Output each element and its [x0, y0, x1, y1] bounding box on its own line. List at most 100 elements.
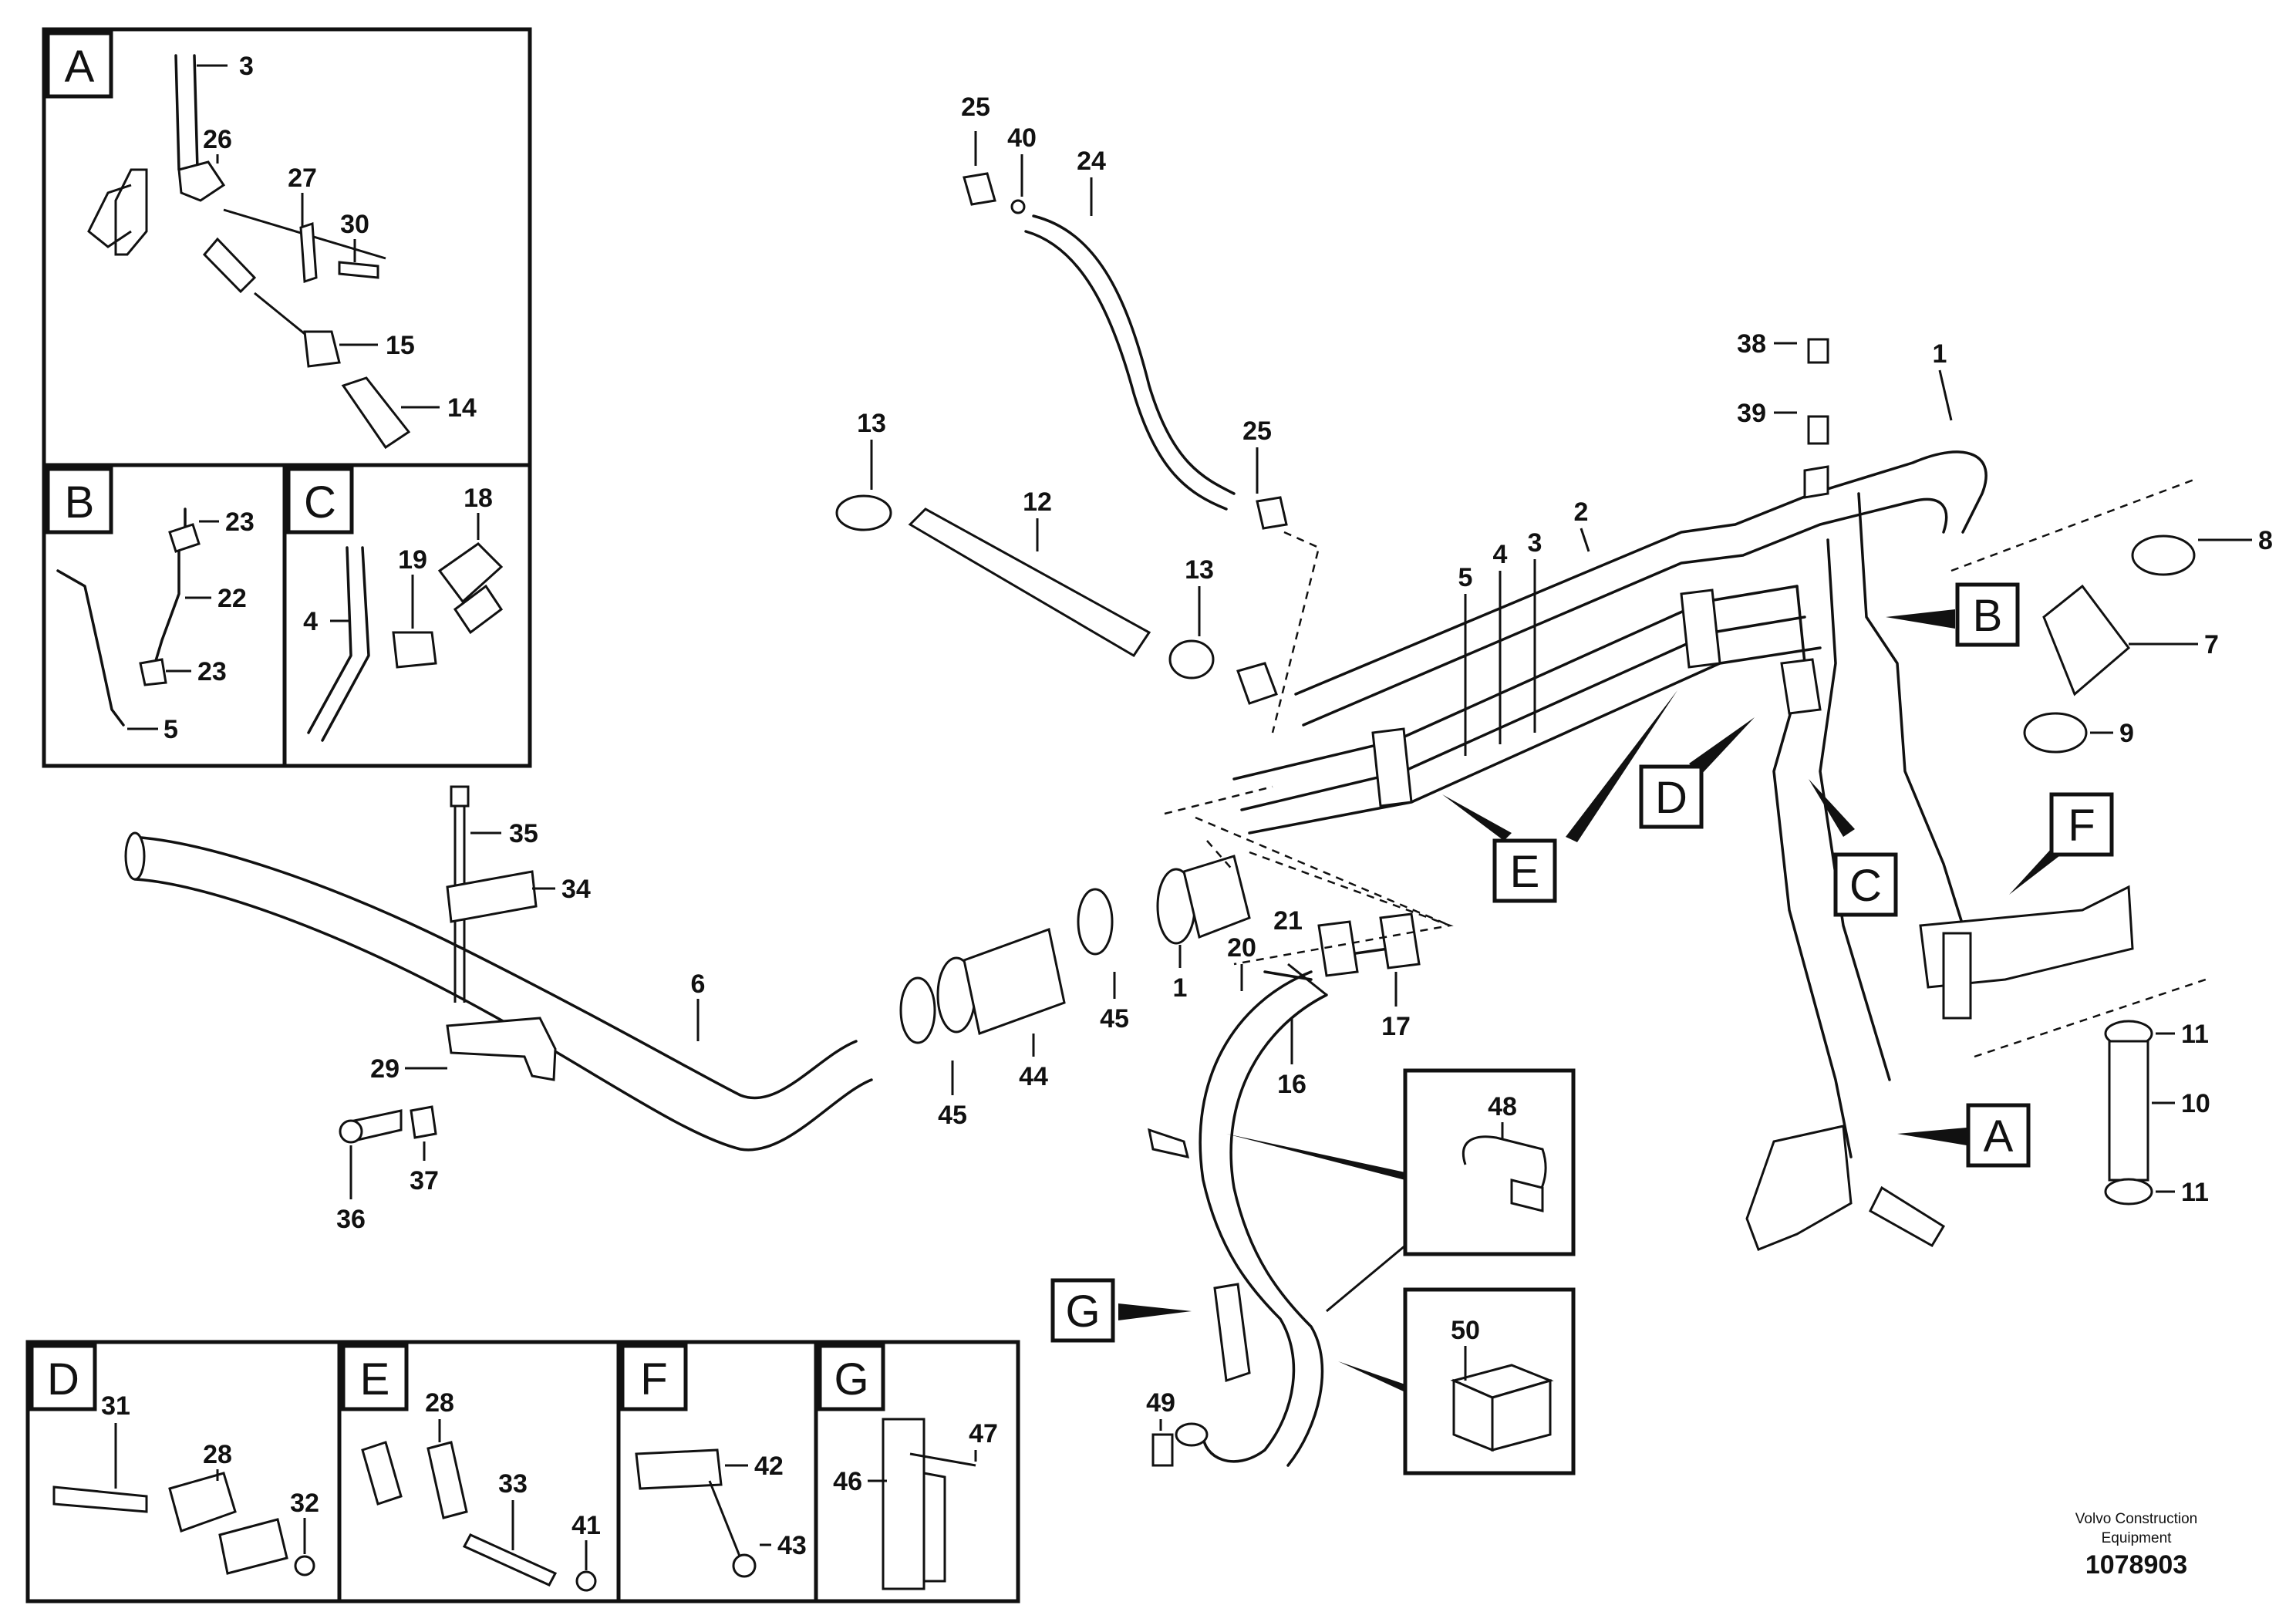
label-4: 4: [1493, 540, 1508, 569]
label-1-top: 1: [1933, 339, 1947, 369]
label-32: 32: [290, 1489, 319, 1518]
label-41: 41: [571, 1511, 601, 1540]
label-40: 40: [1007, 123, 1037, 153]
label-1-lower: 1: [1173, 973, 1188, 1003]
inset-b-label: B: [65, 477, 95, 528]
label-25-top: 25: [961, 93, 990, 122]
inset-f: F 42 43: [616, 1340, 818, 1603]
callout-f: F: [2009, 792, 2114, 895]
label-4-c: 4: [303, 607, 318, 636]
callout-c: C: [1809, 779, 1898, 917]
document-number: 1078903: [2085, 1550, 2187, 1580]
label-49: 49: [1146, 1388, 1175, 1418]
label-45-left: 45: [938, 1101, 967, 1130]
inset-a-label: A: [65, 42, 95, 92]
callout-a-label: A: [1984, 1111, 2014, 1162]
inset-a: A 3 26 27 30 15 14: [42, 27, 532, 467]
brand-line-2: Equipment: [2102, 1530, 2173, 1546]
brand-line-1: Volvo Construction: [2075, 1511, 2197, 1527]
label-9: 9: [2119, 719, 2134, 748]
inset-d-label: D: [47, 1354, 79, 1404]
label-28-d: 28: [203, 1440, 232, 1469]
callout-e: E: [1442, 690, 1677, 903]
label-25-mid: 25: [1242, 416, 1272, 446]
detail-50: 50: [1338, 1287, 1576, 1475]
callout-e-label: E: [1510, 847, 1540, 897]
pipe-assembly-left: 35 34 6 29 36 37: [124, 785, 873, 1234]
callout-b-label: B: [1973, 591, 2003, 641]
callout-f-label: F: [2068, 801, 2095, 851]
callout-b: B: [1886, 582, 2020, 647]
g-assembly: 20 21 16 17 49: [1146, 851, 1454, 1467]
label-35: 35: [509, 819, 538, 848]
inset-f-label: F: [640, 1354, 667, 1404]
right-brackets: [1745, 885, 2134, 1251]
callout-d: D: [1639, 717, 1755, 829]
callout-c-label: C: [1849, 861, 1882, 911]
label-11-top: 11: [2181, 1020, 2209, 1049]
callout-g-label: G: [1065, 1286, 1100, 1337]
label-3: 3: [1528, 528, 1542, 558]
label-44: 44: [1019, 1062, 1048, 1091]
callout-d-label: D: [1655, 773, 1687, 823]
inset-d: D 31 28 32: [25, 1340, 342, 1603]
inset-c: C 4 19 18: [282, 463, 532, 768]
detail-48: 48: [1226, 1068, 1576, 1313]
label-2: 2: [1574, 497, 1589, 527]
label-39: 39: [1737, 399, 1766, 428]
label-31: 31: [101, 1391, 130, 1421]
label-50: 50: [1451, 1316, 1480, 1345]
label-38: 38: [1737, 329, 1766, 359]
footer-brand: Volvo Construction Equipment 1078903: [2075, 1511, 2197, 1580]
label-14: 14: [447, 393, 477, 423]
inset-g-label: G: [834, 1354, 868, 1404]
label-30: 30: [340, 210, 369, 239]
label-13-right: 13: [1185, 555, 1214, 585]
label-42: 42: [754, 1452, 784, 1481]
label-16: 16: [1277, 1070, 1306, 1099]
label-48: 48: [1488, 1092, 1517, 1121]
main-pipe-bundle: 38 39 1 2 3 4 5: [1164, 329, 1988, 1158]
label-33: 33: [498, 1469, 528, 1499]
label-23-bottom: 23: [197, 657, 227, 686]
inset-e: E 28 33 41: [337, 1340, 621, 1603]
label-5-b: 5: [164, 715, 178, 744]
label-29: 29: [370, 1054, 400, 1084]
label-3-a: 3: [239, 52, 254, 81]
hose-couplings: 45 44 45 1: [899, 855, 1251, 1130]
label-21: 21: [1273, 906, 1303, 936]
callout-a: A: [1897, 1103, 2031, 1168]
label-18: 18: [464, 484, 493, 513]
label-10: 10: [2181, 1089, 2210, 1118]
label-13-left: 13: [857, 409, 886, 438]
label-15: 15: [386, 331, 415, 360]
label-11-bottom: 11: [2181, 1178, 2209, 1207]
label-19: 19: [398, 545, 427, 575]
label-20: 20: [1227, 933, 1256, 963]
right-fittings: 8 7 9 11 10 11: [1950, 477, 2273, 1207]
label-36: 36: [336, 1205, 366, 1234]
label-26: 26: [203, 125, 232, 154]
label-22: 22: [217, 584, 247, 613]
label-28-e: 28: [425, 1388, 454, 1418]
label-47: 47: [969, 1419, 998, 1448]
label-17: 17: [1381, 1012, 1411, 1041]
label-37: 37: [410, 1166, 439, 1195]
label-43: 43: [777, 1531, 807, 1560]
label-12: 12: [1023, 487, 1052, 517]
inset-g: G 46 47: [814, 1340, 1020, 1603]
upper-hoses: 25 40 24 25 13 12 13: [835, 93, 1320, 733]
label-34: 34: [561, 875, 591, 904]
inset-e-label: E: [360, 1354, 390, 1404]
label-46: 46: [833, 1467, 862, 1496]
label-7: 7: [2204, 630, 2219, 659]
label-23-top: 23: [225, 508, 255, 537]
label-24: 24: [1077, 147, 1106, 176]
label-27: 27: [288, 164, 317, 193]
label-8: 8: [2258, 526, 2273, 555]
inset-c-label: C: [304, 477, 336, 528]
inset-b: B 23 22 23 5: [42, 463, 287, 768]
label-5: 5: [1458, 563, 1473, 592]
label-45-right: 45: [1100, 1004, 1129, 1034]
